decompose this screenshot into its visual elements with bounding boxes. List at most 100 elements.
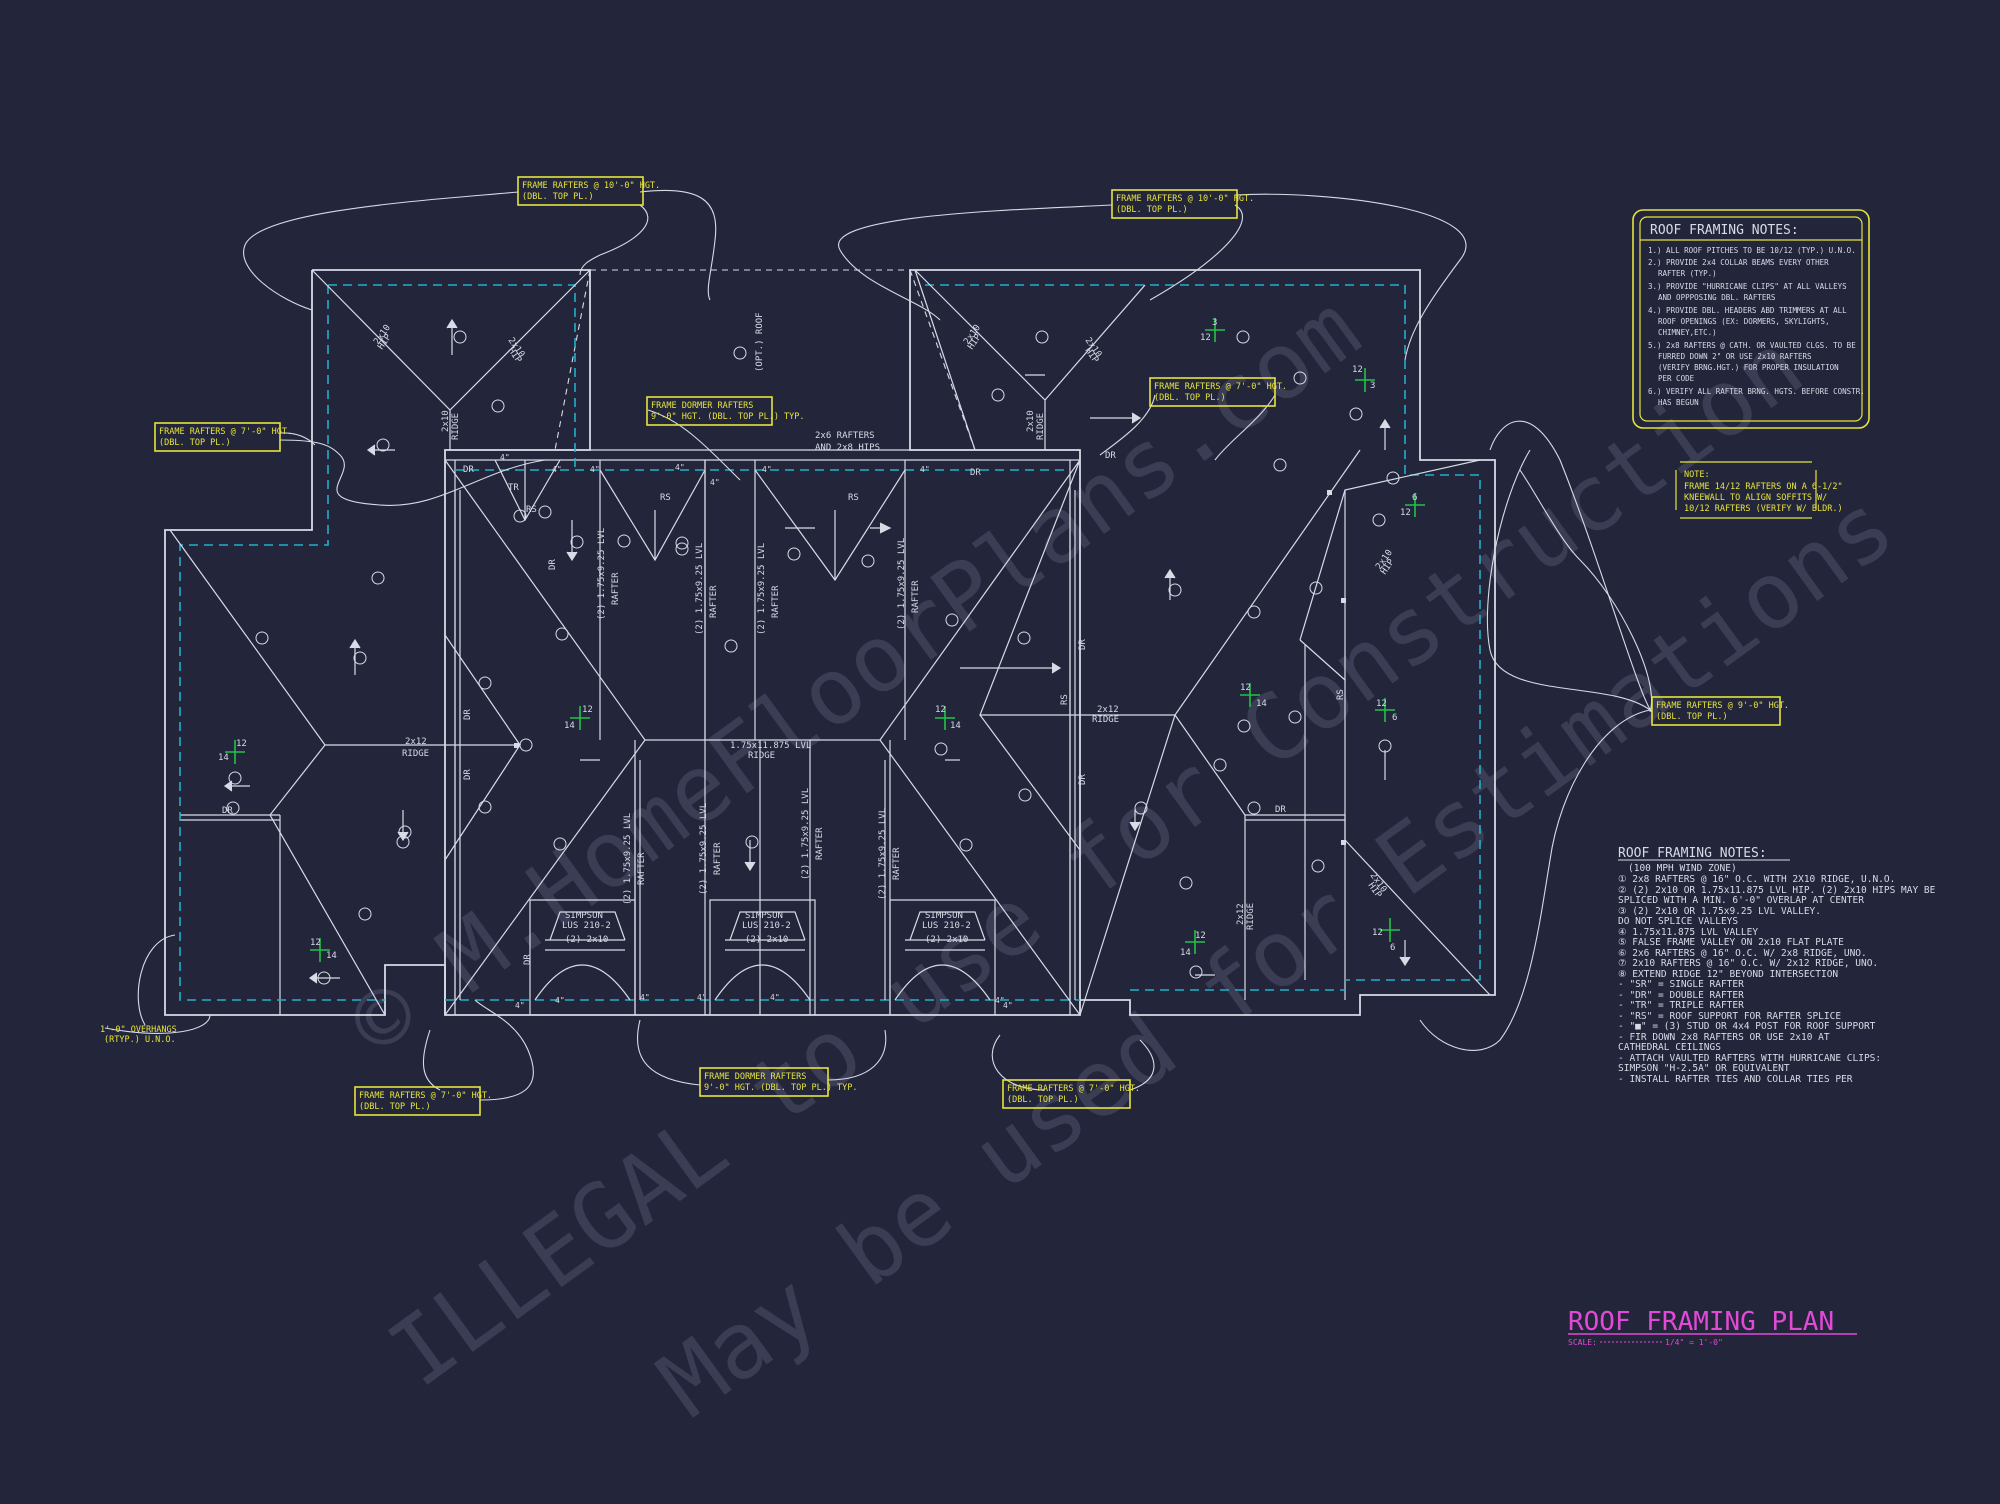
pitch-cross-10 — [1405, 493, 1425, 517]
lus-1: LUS 210-2 — [562, 921, 611, 931]
pitch-cross-11 — [1380, 918, 1400, 942]
pitch-cross-1 — [225, 740, 245, 764]
ridge-2x10-top-left: 2x10 — [441, 410, 451, 432]
note-tag — [934, 742, 948, 756]
four-inch-mark: 4" — [770, 993, 780, 1002]
note-tag — [376, 438, 390, 452]
note-tag — [353, 651, 367, 665]
rafter-5: RAFTER — [637, 852, 647, 885]
svg-text:⑦ 2x10 RAFTERS @ 16" O.C. W/ 2: ⑦ 2x10 RAFTERS @ 16" O.C. W/ 2x12 RIDGE,… — [1618, 958, 1878, 969]
note-tag — [491, 399, 505, 413]
callout-dormer-bottom: FRAME DORMER RAFTERS 9'-0" HGT. (DBL. TO… — [699, 1067, 858, 1097]
note-tag — [1349, 407, 1363, 421]
svg-text:PER CODE: PER CODE — [1658, 374, 1695, 383]
pitch-7-rise: 12 — [1195, 931, 1206, 941]
note-tag — [959, 838, 973, 852]
rs-label-1: RS — [660, 493, 671, 503]
svg-text:FRAME RAFTERS @ 7'-0" HGT.: FRAME RAFTERS @ 7'-0" HGT. — [359, 1091, 492, 1101]
four-inch-mark: 4" — [710, 478, 720, 487]
pitch-cross-4 — [1240, 683, 1260, 707]
rafter-4: RAFTER — [911, 580, 921, 613]
overhang-note-line-1: 1'-0" OVERHANGS — [100, 1025, 177, 1035]
pitch-7-run: 14 — [1180, 948, 1191, 958]
simpson-hangers: SIMPSON LUS 210-2 (2) 2x10 SIMPSON LUS 2… — [562, 911, 971, 945]
svg-text:FRAME RAFTERS @ 9'-0" HGT.: FRAME RAFTERS @ 9'-0" HGT. — [1656, 701, 1789, 711]
svg-text:- "■" = (3) STUD OR 4x4 POST: - "■" = (3) STUD OR 4x4 POST FOR ROOF SU… — [1618, 1021, 1876, 1032]
svg-text:9'-0" HGT. (DBL. TOP PL.) TYP.: 9'-0" HGT. (DBL. TOP PL.) TYP. — [651, 412, 805, 422]
dr-label-2: DR — [970, 468, 981, 478]
pitch-cross-6 — [310, 938, 330, 962]
note-tag — [1309, 581, 1323, 595]
rs-label-4: RS — [1060, 694, 1070, 705]
pitch-4-run: 14 — [1256, 699, 1267, 709]
note-tag — [1293, 371, 1307, 385]
lvl-rafter-labels: (2) 1.75x9.25 LVL RAFTER (2) 1.75x9.25 L… — [597, 528, 921, 905]
lvl-rafter-4: (2) 1.75x9.25 LVL — [897, 538, 907, 630]
svg-text:KNEEWALL TO ALIGN SOFFITS W/: KNEEWALL TO ALIGN SOFFITS W/ — [1684, 493, 1827, 503]
note-tag — [519, 738, 533, 752]
note-tag — [1237, 719, 1251, 733]
note-tag — [1213, 758, 1227, 772]
pitch-10-run: 6 — [1412, 493, 1417, 503]
two-2x10-1: (2) 2x10 — [565, 935, 608, 945]
svg-text:- "DR" = DOUBLE RAFTER: - "DR" = DOUBLE RAFTER — [1618, 990, 1744, 1001]
note-tag — [724, 639, 738, 653]
note-tag — [1288, 710, 1302, 724]
kneewall-note: NOTE: FRAME 14/12 RAFTERS ON A 6-1/2" KN… — [1675, 461, 1843, 519]
support-posts — [514, 490, 1346, 845]
callout-bottom-left: FRAME RAFTERS @ 7'-0" HGT. (DBL. TOP PL.… — [354, 1086, 492, 1116]
svg-text:2.) PROVIDE 2x4 COLLAR BEAMS E: 2.) PROVIDE 2x4 COLLAR BEAMS EVERY OTHER — [1648, 258, 1829, 267]
note-tag — [1247, 605, 1261, 619]
svg-text:(DBL. TOP PL.): (DBL. TOP PL.) — [159, 438, 231, 448]
legend-framing-notes: ROOF FRAMING NOTES: (100 MPH WIND ZONE) … — [1618, 846, 1936, 1085]
lvl-rafter-6: (2) 1.75x9.25 LVL — [699, 803, 709, 895]
four-inch-mark: 4" — [1003, 1001, 1013, 1010]
rafter-8: RAFTER — [892, 847, 902, 880]
pitch-1-run: 14 — [218, 753, 229, 763]
note-tag — [787, 547, 801, 561]
svg-text:- ATTACH VAULTED RAFTERS WITH: - ATTACH VAULTED RAFTERS WITH HURRICANE … — [1618, 1053, 1881, 1064]
note-tag — [861, 554, 875, 568]
pitch-3-run: 14 — [950, 721, 961, 731]
note-tag — [255, 631, 269, 645]
pitch-8-run: 3 — [1212, 318, 1217, 328]
callout-top-right: FRAME RAFTERS @ 10'-0" HGT. (DBL. TOP PL… — [1111, 189, 1254, 219]
pitch-6-rise: 12 — [310, 938, 321, 948]
svg-text:(DBL. TOP PL.): (DBL. TOP PL.) — [1007, 1095, 1079, 1105]
ridge-label-top-right: RIDGE — [1036, 413, 1046, 440]
pitch-5-rise: 12 — [1376, 699, 1387, 709]
callout-right-inner: FRAME RAFTERS @ 7'-0" HGT. (DBL. TOP PL.… — [1149, 377, 1287, 407]
svg-text:1.) ALL ROOF PITCHES TO BE 10/: 1.) ALL ROOF PITCHES TO BE 10/12 (TYP.) … — [1648, 246, 1856, 255]
svg-text:⑧ EXTEND RIDGE 12" BEYOND INTE: ⑧ EXTEND RIDGE 12" BEYOND INTERSECTION — [1618, 969, 1838, 980]
four-inch-mark: 4" — [500, 453, 510, 462]
note-tag — [1273, 458, 1287, 472]
ridge-right-size: 2x12 — [1097, 705, 1119, 715]
svg-text:FRAME 14/12 RAFTERS ON A 6-1/2: FRAME 14/12 RAFTERS ON A 6-1/2" — [1684, 482, 1843, 492]
svg-text:- INSTALL RAFTER TIES AND COL: - INSTALL RAFTER TIES AND COLLAR TIES PE… — [1618, 1074, 1853, 1085]
note-tag — [733, 346, 747, 360]
svg-text:② (2) 2x10 OR 1.75x11.875 LVL: ② (2) 2x10 OR 1.75x11.875 LVL HIP. (2) 2… — [1618, 885, 1936, 896]
svg-text:FURRED DOWN 2" OR USE 2x10 RAF: FURRED DOWN 2" OR USE 2x10 RAFTERS — [1658, 352, 1812, 361]
four-inch-mark: 4" — [995, 996, 1005, 1005]
svg-text:④ 1.75x11.875 LVL VALLEY: ④ 1.75x11.875 LVL VALLEY — [1618, 927, 1758, 938]
note-tag — [226, 801, 240, 815]
note-tag — [1372, 513, 1386, 527]
note-tag — [1311, 859, 1325, 873]
svg-text:- "TR" = TRIPLE RAFTER: - "TR" = TRIPLE RAFTER — [1618, 1000, 1744, 1011]
pitch-4-rise: 12 — [1240, 683, 1251, 693]
pitch-3-rise: 12 — [935, 705, 946, 715]
svg-text:5.) 2x8 RAFTERS @ CATH. OR VAU: 5.) 2x8 RAFTERS @ CATH. OR VAULTED CLGS.… — [1648, 341, 1856, 350]
pitch-11-rise: 12 — [1372, 928, 1383, 938]
callout-right: FRAME RAFTERS @ 9'-0" HGT. (DBL. TOP PL.… — [1651, 696, 1789, 726]
svg-text:(DBL. TOP PL.): (DBL. TOP PL.) — [522, 192, 594, 202]
scale-value: 1/4" = 1'-0" — [1665, 1338, 1723, 1347]
dr-label-7: DR — [463, 769, 473, 780]
note-tag — [1017, 631, 1031, 645]
overhang-note: 1'-0" OVERHANGS (RTYP.) U.N.O. — [100, 1025, 177, 1045]
note-tag — [555, 627, 569, 641]
svg-text:FRAME RAFTERS @ 7'-0" HGT.: FRAME RAFTERS @ 7'-0" HGT. — [1007, 1084, 1140, 1094]
pitch-2-run: 14 — [564, 721, 575, 731]
dr-label-9: DR — [1078, 774, 1088, 785]
pitch-1-rise: 12 — [236, 739, 247, 749]
